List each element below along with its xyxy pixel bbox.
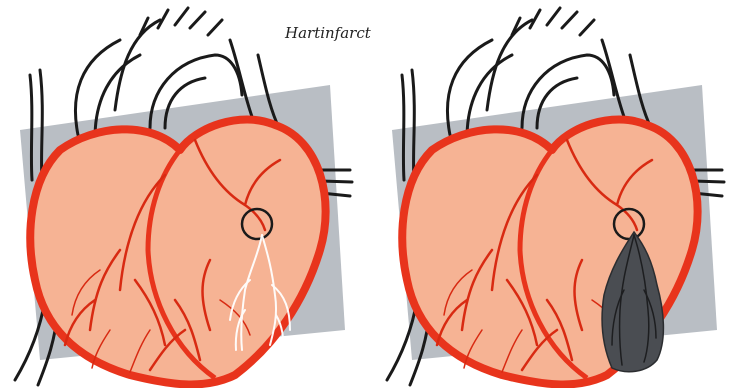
heart-infarct-panel	[387, 8, 724, 385]
heart-blockage-panel	[15, 8, 352, 385]
